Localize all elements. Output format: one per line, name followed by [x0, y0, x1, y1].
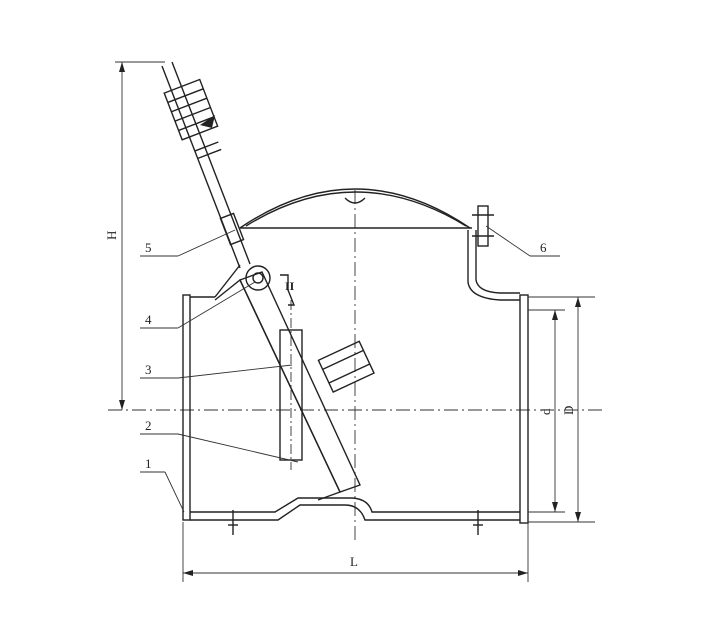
- part-label-5: 5: [145, 240, 152, 255]
- label-L: L: [350, 554, 358, 569]
- lever-stem: [161, 61, 251, 269]
- dimension-L: [182, 522, 529, 582]
- part-label-2: 2: [145, 418, 152, 433]
- part-label-6: 6: [540, 240, 547, 255]
- disc-assembly: II: [214, 265, 375, 501]
- dimension-H: [115, 61, 165, 410]
- part-label-3: 3: [145, 362, 152, 377]
- label-H: H: [104, 231, 119, 240]
- svg-text:II: II: [285, 279, 295, 293]
- valve-body: [182, 188, 529, 535]
- dimension-d-D: [528, 296, 595, 523]
- part-label-1: 1: [145, 456, 152, 471]
- part-label-4: 4: [145, 312, 152, 327]
- label-D: D: [561, 406, 576, 415]
- leader-lines: [140, 225, 560, 513]
- label-d: d: [538, 408, 553, 415]
